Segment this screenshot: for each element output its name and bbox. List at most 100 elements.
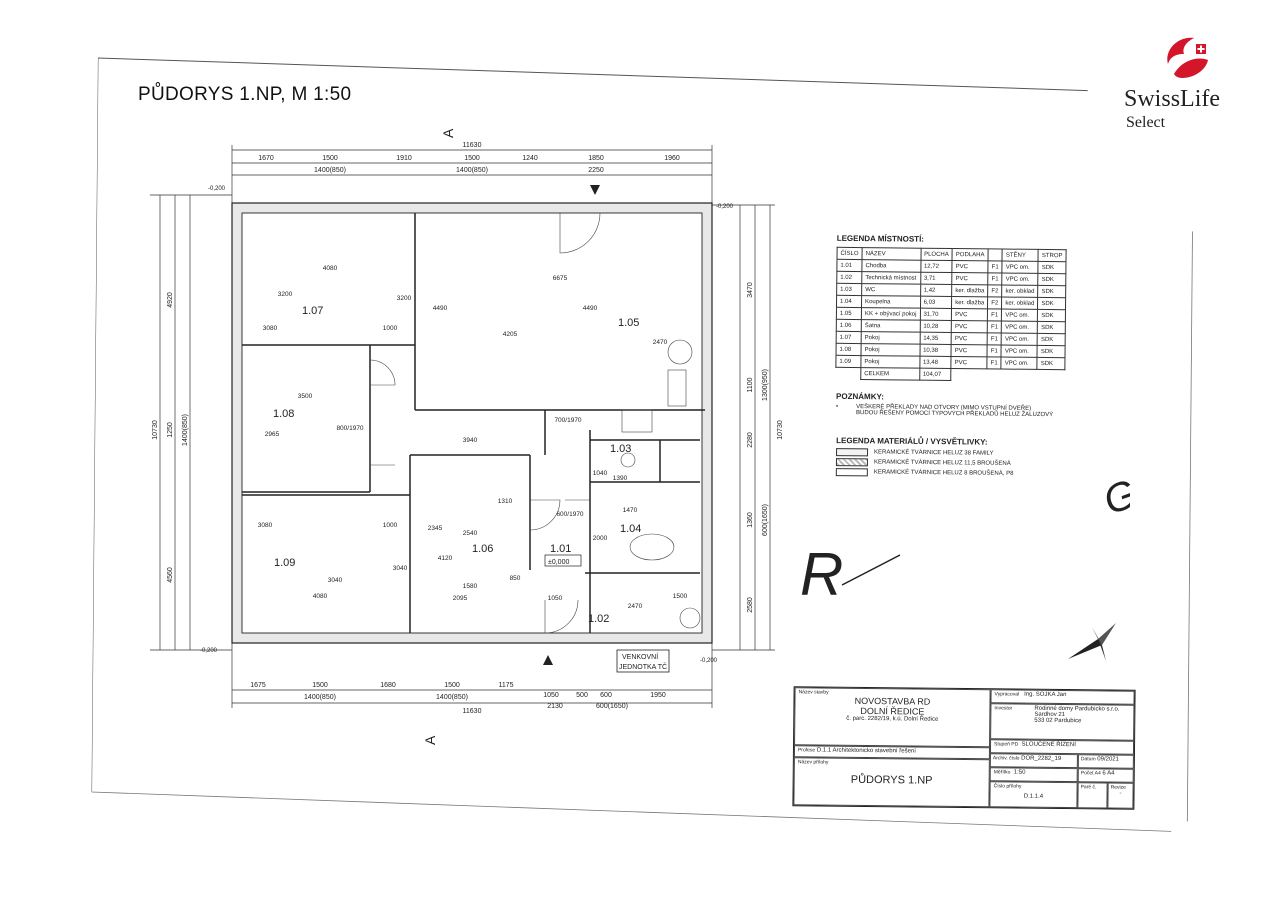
legend-total-label: CELKEM <box>860 367 920 381</box>
title-block: Název stavby NOVOSTAVBA RD DOLNÍ ŘEDICE … <box>792 686 1136 810</box>
logo-brand: SwissLife <box>1124 86 1220 112</box>
swisslife-logo: SwissLife Select <box>1122 28 1252 138</box>
legend-cell: ČÍSLO <box>837 247 863 260</box>
dimension: 1500 <box>312 682 328 689</box>
scale: 1:50 <box>1013 769 1026 776</box>
dimension: 2250 <box>588 167 604 174</box>
dimension: 1670 <box>258 155 274 162</box>
dimension: 11630 <box>463 142 482 149</box>
legend-cell: PVC <box>951 356 988 369</box>
legend-cell: SDK <box>1037 297 1066 310</box>
tb-label: Měřítko <box>993 769 1011 776</box>
notes-title: POZNÁMKY: <box>836 391 884 402</box>
dimension: 850 <box>510 575 521 582</box>
legend-cell: STĚNY <box>1002 249 1039 262</box>
dimension: 4205 <box>503 331 518 338</box>
entrance-arrow-top-icon <box>590 185 600 195</box>
dimension: 2470 <box>628 603 643 610</box>
dimension: 600(1650) <box>762 504 769 536</box>
dimension: 1400(850) <box>436 694 468 701</box>
dimension: 11630 <box>463 708 482 715</box>
dimension: 2000 <box>593 535 608 542</box>
legend-cell: NÁZEV <box>862 247 921 261</box>
dimension: 3940 <box>463 437 478 444</box>
dimension: 4490 <box>583 305 598 312</box>
dimension: 1960 <box>664 155 680 162</box>
dimension: 1250 <box>167 422 174 438</box>
legend-cell: Šatna <box>861 319 920 333</box>
dimension: 1400(850) <box>182 414 189 446</box>
designer: Ing. SOJKA Jan <box>1024 691 1067 699</box>
legend-cell: ker. dlažba <box>951 284 989 297</box>
tb-label: Stupeň PD <box>994 741 1019 748</box>
room-label: 1.01 <box>550 543 571 555</box>
legend-cell: SDK <box>1037 321 1066 334</box>
dimension: 1850 <box>588 155 604 162</box>
dimension: 500 <box>576 692 588 699</box>
legend-cell: 1.01 <box>836 259 863 272</box>
legend-cell: F1 <box>987 356 1002 370</box>
legend-cell: PVC <box>951 344 988 357</box>
dimension: 600(1650) <box>596 703 628 710</box>
tb-label: Profese <box>797 747 816 754</box>
dimension: 3080 <box>263 325 278 332</box>
archive-number: DOR_2282_19 <box>1021 755 1062 763</box>
legend-cell: 1.08 <box>835 343 862 356</box>
legend-cell: F2 <box>987 284 1003 298</box>
dimension: 1050 <box>543 692 559 699</box>
dimension: 3080 <box>258 522 273 529</box>
dimension: 2130 <box>547 703 563 710</box>
drawing-number: D.1.1.4 <box>1023 793 1044 800</box>
revision: - <box>1119 790 1122 797</box>
dimension: 1470 <box>623 507 638 514</box>
legend-cell: 3,71 <box>920 272 953 285</box>
dimension: 3500 <box>298 393 313 400</box>
dimension: 2965 <box>265 431 280 438</box>
dimension: 1500 <box>322 155 338 162</box>
legend-cell: SDK <box>1038 273 1066 286</box>
legend-cell: VPC om. <box>1001 333 1038 346</box>
dimension: 1500 <box>444 682 460 689</box>
legend-cell: ker. obklad <box>1001 297 1038 310</box>
legend-cell: VPC om. <box>1001 321 1038 334</box>
legend-cell: PODLAHA <box>952 248 989 261</box>
dimension: 2345 <box>428 525 443 532</box>
legend-cell: VPC om. <box>1002 261 1039 274</box>
dimension: 700/1970 <box>554 417 581 424</box>
dimension: 4120 <box>438 555 453 562</box>
dimension: 800/1970 <box>336 425 363 432</box>
dimension: 3040 <box>393 565 408 572</box>
dimension: 4920 <box>167 292 174 308</box>
legend-cell: VPC om. <box>1001 309 1038 322</box>
dimension: 1000 <box>383 522 398 529</box>
legend-cell: SDK <box>1037 309 1066 322</box>
dimension: 600 <box>600 692 612 699</box>
dimension: 1910 <box>396 155 412 162</box>
section-mark-top: A <box>440 128 456 138</box>
date: 09/2021 <box>1097 756 1120 763</box>
legend-cell: F2 <box>987 296 1002 310</box>
legend-cell: SDK <box>1037 285 1066 298</box>
dimension: 2095 <box>453 595 468 602</box>
legend-cell: SDK <box>1037 333 1066 346</box>
legend-cell: PVC <box>951 308 988 321</box>
format: 6 A4 <box>1102 770 1115 777</box>
legend-cell: 1.04 <box>836 295 862 308</box>
legend-cell: ker. dlažba <box>951 296 988 309</box>
tb-label: Počet A4 <box>1080 770 1101 777</box>
tb-label: Vypracoval <box>994 691 1020 698</box>
legend-cell: STROP <box>1038 249 1067 262</box>
dimension: 1240 <box>522 155 538 162</box>
materials-title: LEGENDA MATERIÁLŮ / VYSVĚTLIVKY: <box>836 436 988 447</box>
legend-cell: WC <box>861 283 921 297</box>
dimension: 1580 <box>463 583 478 590</box>
swisslife-logo-icon <box>1167 37 1208 78</box>
legend-cell: 31,70 <box>919 308 952 321</box>
room-label: 1.09 <box>274 557 295 569</box>
profession: D.1.1 Architektonicko stavební řešení <box>816 747 916 755</box>
dimension: 1680 <box>380 682 396 689</box>
legend-cell: 1.03 <box>836 283 862 296</box>
legend-cell: 1.09 <box>835 355 862 368</box>
legend-cell: 13,48 <box>919 356 952 369</box>
